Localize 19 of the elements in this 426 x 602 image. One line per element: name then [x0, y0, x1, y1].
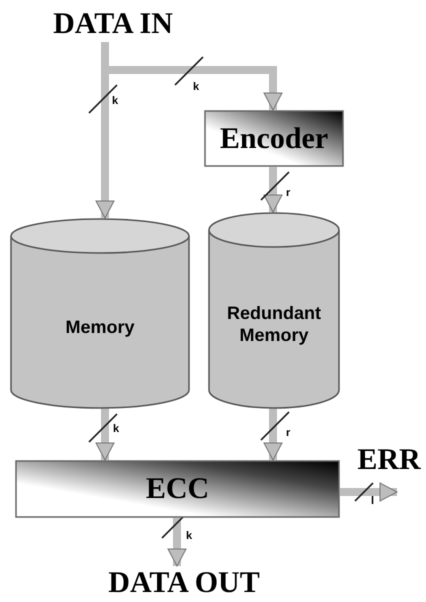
bus-width-label: k: [113, 424, 120, 435]
signal-label: ERR: [357, 442, 421, 478]
signal-label: DATA IN: [53, 6, 173, 42]
bus-arrow: [264, 167, 282, 212]
bus-width-label: k: [112, 96, 118, 107]
bus-arrow: [96, 408, 114, 460]
bus-arrow: [168, 518, 186, 566]
bus-width-label: l: [371, 496, 374, 507]
block-label: ECC: [146, 471, 210, 507]
bus-width-label: k: [186, 531, 192, 542]
block-label: Redundant Memory: [226, 303, 322, 347]
signal-label: DATA OUT: [108, 565, 260, 601]
block-label: Memory: [64, 317, 136, 339]
bus-width-label: k: [193, 82, 200, 93]
bus-width-label: r: [286, 428, 290, 439]
bus-arrow: [264, 408, 282, 460]
bus-width-label: r: [286, 188, 290, 199]
bus-arrow: [340, 482, 398, 502]
block-label: Encoder: [220, 120, 328, 156]
